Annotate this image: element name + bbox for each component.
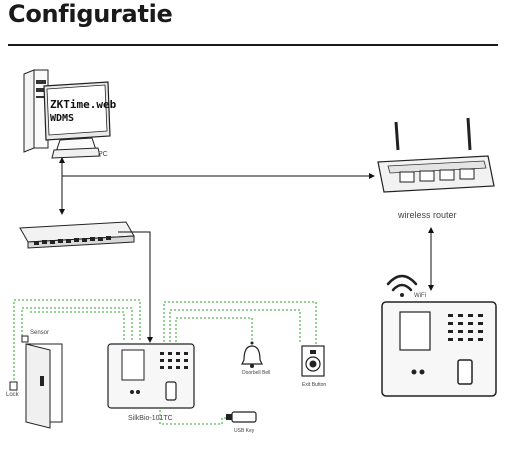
usb-key-icon (226, 411, 257, 423)
wiring-links (13, 299, 317, 425)
exit-button-icon (301, 345, 325, 377)
sensor-label: Sensor (30, 330, 49, 336)
lock-label: Lock (6, 392, 20, 398)
doorbell-icon (241, 341, 263, 368)
usb-label: USB Key (234, 428, 255, 434)
silkbio-device-main (107, 343, 195, 409)
sensor-icon (21, 335, 29, 343)
pc-screen-line1: ZKTime.web (50, 98, 117, 111)
switch-device-link (118, 231, 153, 343)
device-label: SilkBio-101TC (128, 415, 173, 422)
exit-label: Exit Button (302, 382, 326, 388)
bell-label: Doorbell Bell (242, 370, 270, 376)
pc-screen-line2: WDMS (50, 113, 74, 124)
network-switch-icon (19, 221, 135, 249)
router-label: wireless router (397, 210, 457, 220)
door-icon (25, 343, 63, 429)
pc-label: PC (98, 151, 108, 158)
wifi-icon (386, 274, 418, 297)
lock-icon (9, 381, 18, 391)
router-icon (377, 117, 495, 193)
silkbio-device-wifi (381, 301, 497, 397)
title-divider (8, 44, 498, 46)
page-title: Configuratie (8, 0, 173, 28)
pc-monitor: ZKTime.web WDMS (43, 81, 117, 159)
wifi-label: WiFi (414, 293, 426, 299)
